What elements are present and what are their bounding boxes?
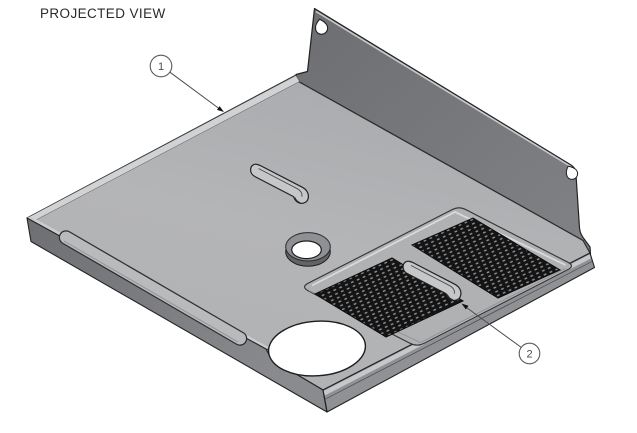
callout-2[interactable]: 2: [461, 303, 541, 365]
callout-2-number: 2: [526, 348, 532, 360]
callout-2-balloon[interactable]: [518, 342, 541, 365]
right-front-chamfer-line: [325, 261, 593, 400]
slot-inner-shadow-line: [63, 240, 239, 343]
callout-1-leader: [169, 71, 220, 109]
wall-top-edge-highlight: [315, 10, 572, 168]
ring-boss: [285, 232, 331, 267]
mesh-grille-right: [410, 217, 562, 299]
view-title: PROJECTED VIEW: [40, 6, 166, 21]
callout-2-arrowhead: [461, 303, 469, 310]
edge-slot-recess: [58, 230, 248, 346]
callout-1-balloon[interactable]: [149, 54, 173, 78]
callout-1[interactable]: 1: [149, 54, 224, 112]
panel-rim-highlight: [311, 210, 566, 287]
front-corner-edge: [322, 389, 328, 412]
callout-1-number: 1: [158, 61, 164, 73]
mesh-grille-left: [313, 257, 465, 338]
callout-2-leader: [466, 307, 522, 348]
large-round-hole: [266, 320, 367, 377]
callout-1-arrowhead: [217, 106, 224, 112]
ring-boss-hole: [291, 240, 322, 260]
